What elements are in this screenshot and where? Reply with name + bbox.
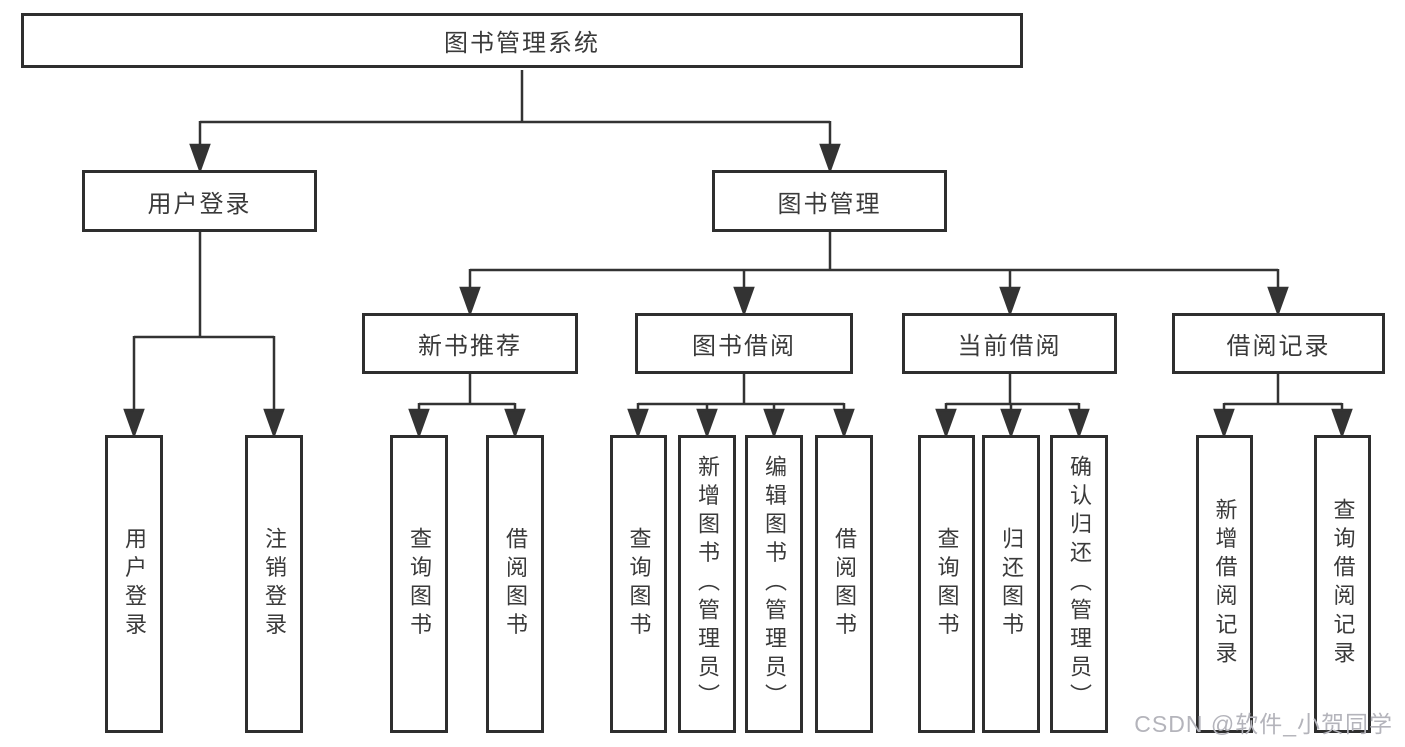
node-borrow-records-label: 借阅记录	[1226, 333, 1331, 360]
leaf-confirm-return-admin: 确认归还（管理员）	[1050, 435, 1108, 733]
node-user-login: 用户登录	[82, 170, 317, 232]
leaf-query-books-recommend: 查询图书	[390, 435, 448, 733]
node-new-book-recommend-label: 新书推荐	[418, 333, 522, 360]
leaf-query-books-borrow: 查询图书	[610, 435, 667, 733]
node-library-system: 图书管理系统	[21, 13, 1023, 68]
leaf-user-login: 用户登录	[105, 435, 163, 733]
node-current-borrow-label: 当前借阅	[957, 333, 1062, 360]
leaf-borrow-books-recommend-label: 借阅图书	[503, 526, 528, 642]
leaf-return-book: 归还图书	[982, 435, 1040, 733]
node-user-login-label: 用户登录	[147, 190, 252, 218]
leaf-query-books-borrow-label: 查询图书	[626, 526, 652, 642]
node-library-system-label: 图书管理系统	[444, 30, 600, 57]
leaf-borrow-books-label: 借阅图书	[832, 526, 857, 642]
leaf-add-borrow-record-label: 新增借阅记录	[1212, 498, 1238, 670]
node-book-borrow: 图书借阅	[635, 313, 853, 374]
leaf-add-book-admin: 新增图书（管理员）	[678, 435, 736, 733]
leaf-edit-book-admin-label: 编辑图书（管理员）	[762, 455, 787, 713]
leaf-query-borrow-record: 查询借阅记录	[1314, 435, 1371, 733]
csdn-watermark: CSDN @软件_小贺同学	[1134, 711, 1393, 737]
leaf-add-book-admin-label: 新增图书（管理员）	[695, 455, 720, 713]
node-book-borrow-label: 图书借阅	[692, 333, 796, 360]
node-current-borrow: 当前借阅	[902, 313, 1117, 374]
leaf-add-borrow-record: 新增借阅记录	[1196, 435, 1253, 733]
leaf-confirm-return-admin-label: 确认归还（管理员）	[1067, 455, 1092, 713]
node-borrow-records: 借阅记录	[1172, 313, 1385, 374]
leaf-borrow-books: 借阅图书	[815, 435, 873, 733]
leaf-logout: 注销登录	[245, 435, 303, 733]
leaf-user-login-label: 用户登录	[122, 526, 147, 642]
leaf-query-books-current: 查询图书	[918, 435, 975, 733]
leaf-borrow-books-recommend: 借阅图书	[486, 435, 544, 733]
leaf-return-book-label: 归还图书	[999, 526, 1024, 642]
leaf-edit-book-admin: 编辑图书（管理员）	[745, 435, 803, 733]
leaf-query-borrow-record-label: 查询借阅记录	[1330, 498, 1356, 670]
node-new-book-recommend: 新书推荐	[362, 313, 578, 374]
leaf-query-books-recommend-label: 查询图书	[407, 526, 432, 642]
leaf-logout-label: 注销登录	[262, 526, 287, 642]
leaf-query-books-current-label: 查询图书	[934, 526, 960, 642]
node-book-management-label: 图书管理	[777, 190, 882, 218]
node-book-management: 图书管理	[712, 170, 947, 232]
